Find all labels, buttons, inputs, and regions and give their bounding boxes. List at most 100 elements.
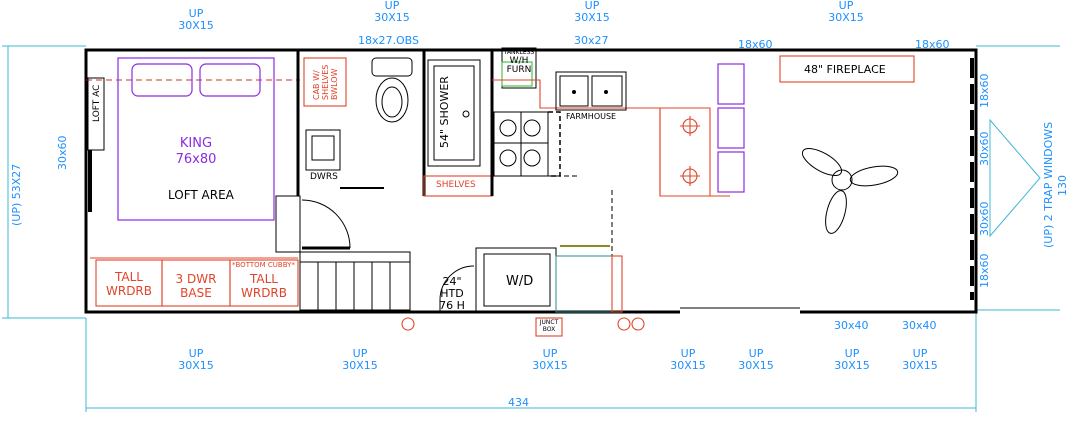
bedroom-door-swing xyxy=(301,199,351,249)
label: UP xyxy=(188,7,204,20)
junct-label: JUNCT BOX xyxy=(536,319,562,333)
label: UP xyxy=(912,347,928,360)
shower-label: 54" SHOWER xyxy=(438,76,451,148)
label: 30X15 xyxy=(902,359,938,372)
label: UP xyxy=(748,347,764,360)
window-top-1: UP 30X15 xyxy=(176,8,216,32)
window-bottom-4: UP 30X15 xyxy=(666,348,710,372)
closet-post xyxy=(275,195,301,253)
window-top-3: UP 30X15 xyxy=(570,0,614,24)
label: FURN xyxy=(506,65,532,75)
label: 30X15 xyxy=(738,359,774,372)
label: BASE xyxy=(180,286,212,300)
loft-area-label: LOFT AREA xyxy=(168,188,234,202)
label: TALL xyxy=(250,272,278,286)
label: UP xyxy=(584,0,600,12)
window-bottom-5: UP 30X15 xyxy=(734,348,778,372)
label: W/H xyxy=(509,56,529,66)
label: UP xyxy=(838,0,854,12)
farmhouse-label: FARMHOUSE xyxy=(566,112,617,121)
chair-1 xyxy=(717,63,745,105)
farmhouse-sink xyxy=(555,71,627,111)
fireplace xyxy=(779,55,915,83)
label: UP xyxy=(384,0,400,12)
label: WRDRB xyxy=(240,286,287,300)
tankless-label: TANKLESS W/H FURN xyxy=(502,48,536,75)
label: 30X15 xyxy=(574,11,610,24)
pillow-right xyxy=(199,63,261,97)
wall-window-top3: 18x60 xyxy=(738,38,773,51)
label: KING xyxy=(179,136,213,151)
dim-width: 434 xyxy=(508,396,529,409)
king-bed xyxy=(117,57,275,221)
dwrs-label: DWRS xyxy=(310,172,338,182)
label: 30X15 xyxy=(834,359,870,372)
wall-window-bottom1: 30x40 xyxy=(834,319,869,332)
outlet-3 xyxy=(631,317,645,331)
label: UP xyxy=(680,347,696,360)
label: 30X15 xyxy=(828,11,864,24)
label: 30X15 xyxy=(342,359,378,372)
tall-wardrobe-left-label: TALL WRDRB xyxy=(96,270,162,298)
loft-ac-unit xyxy=(87,77,105,151)
label: SHELVES xyxy=(321,64,330,100)
label: UP xyxy=(542,347,558,360)
tall-wardrobe-right-label: TALL WRDRB xyxy=(230,272,298,300)
label: BWLOW xyxy=(330,68,339,101)
label: CAB W/ xyxy=(312,70,321,100)
cabinet-shelves xyxy=(303,57,347,107)
label: 30X15 xyxy=(178,359,214,372)
label: UP xyxy=(188,347,204,360)
label: 76 H xyxy=(439,299,465,312)
chair-3 xyxy=(717,151,745,193)
label: 76x80 xyxy=(175,152,217,167)
staircase xyxy=(299,251,411,311)
wall-window-top2: 30x27 xyxy=(574,34,609,47)
window-top-4: UP 30X15 xyxy=(824,0,868,24)
toilet-bowl xyxy=(375,77,409,123)
label: UP xyxy=(844,347,860,360)
dim-right-trap: (UP) 2 TRAP WINDOWS xyxy=(1042,121,1055,248)
label: HTD xyxy=(440,287,464,300)
wall-window-top4: 18x60 xyxy=(915,38,950,51)
label: JUNCT xyxy=(539,319,559,326)
fireplace-label: 48" FIREPLACE xyxy=(804,63,886,76)
label: 30X15 xyxy=(532,359,568,372)
bed-label: KING 76x80 xyxy=(156,136,236,168)
window-bottom-2: UP 30X15 xyxy=(338,348,382,372)
outlet-2 xyxy=(617,317,631,331)
label: 30X15 xyxy=(374,11,410,24)
wall-window-right4: 18x60 xyxy=(978,253,991,288)
window-bottom-7: UP 30X15 xyxy=(898,348,942,372)
bottom-cubby-label: *BOTTOM CUBBY* xyxy=(232,261,295,269)
wall-window-bottom2: 30x40 xyxy=(902,319,937,332)
loft-ac-label: LOFT AC xyxy=(92,84,102,122)
dim-left: (UP) 53X27 xyxy=(10,163,23,226)
window-bottom-6: UP 30X15 xyxy=(830,348,874,372)
junction-box xyxy=(535,317,563,337)
trap-window-outline xyxy=(989,118,1041,238)
window-top-2: UP 30X15 xyxy=(370,0,414,24)
label: BOX xyxy=(542,326,556,333)
vanity-sink xyxy=(305,129,341,171)
shelves-label: SHELVES xyxy=(436,180,476,190)
shower xyxy=(427,59,481,167)
kitchen-island-counter xyxy=(659,107,711,197)
toilet-tank xyxy=(371,57,413,77)
label: TALL xyxy=(115,270,143,284)
window-bottom-3: UP 30X15 xyxy=(528,348,572,372)
label: 30X15 xyxy=(670,359,706,372)
dwr-base-label: 3 DWR BASE xyxy=(162,272,230,300)
pillow-left xyxy=(131,63,193,97)
cab-label: CAB W/ SHELVES BWLOW xyxy=(312,65,339,100)
wall-window-right2: 30x60 xyxy=(978,131,991,166)
label: UP xyxy=(352,347,368,360)
label: WRDRB xyxy=(105,284,152,298)
label: 24" xyxy=(442,275,462,288)
wall-window-top1: 18x27.OBS xyxy=(358,34,419,47)
wall-window-right3: 30x60 xyxy=(978,201,991,236)
window-bottom-1: UP 30X15 xyxy=(176,348,216,372)
dim-right-130: 130 xyxy=(1056,175,1069,196)
wall-window-left: 30x60 xyxy=(56,135,69,170)
